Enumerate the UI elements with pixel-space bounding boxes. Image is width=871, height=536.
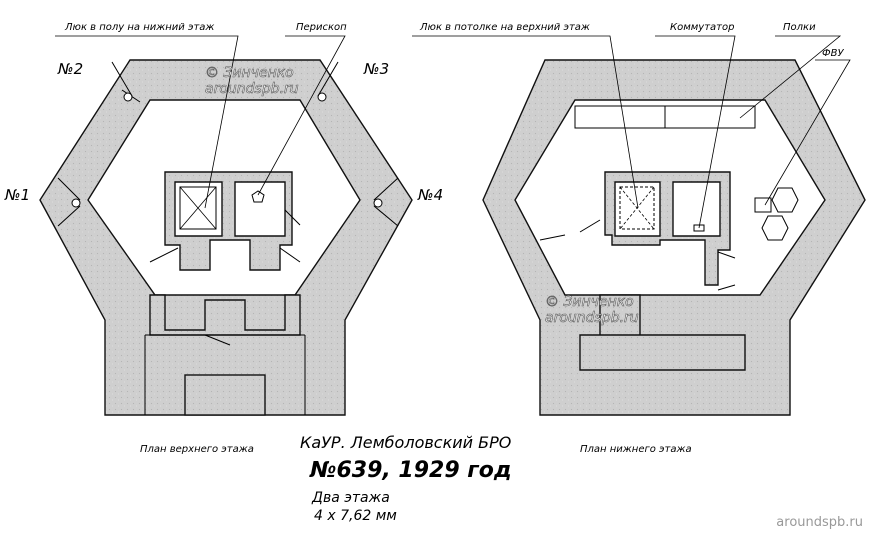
title-line-2: №639, 1929 год <box>310 458 512 483</box>
embrasure-label-2: №2 <box>57 60 83 78</box>
callout-line-shelves <box>739 35 842 119</box>
upper-floor-plan <box>39 59 413 416</box>
watermark-upper-2: aroundspb.ru <box>205 81 299 97</box>
upper-entrance-lines <box>144 334 306 415</box>
fvu-tank-2 <box>761 215 789 241</box>
embrasure-label-3: №3 <box>363 60 389 78</box>
title-line-1: КаУР. Лемболовский БРО <box>300 433 512 452</box>
floor-hatch-cross <box>179 186 217 230</box>
callout-fvu: ФВУ <box>822 48 844 59</box>
embrasure-1-mount <box>71 198 81 208</box>
description-line-1: Два этажа <box>312 490 390 506</box>
upper-lower-block <box>184 374 266 416</box>
callout-switchboard: Коммутатор <box>670 22 734 33</box>
ceiling-hatch-cross <box>619 186 655 230</box>
upper-doors <box>149 209 301 263</box>
lower-bottom-chamber <box>579 294 746 371</box>
site-watermark: aroundspb.ru <box>776 515 863 530</box>
upper-central-block <box>164 171 293 271</box>
callout-line-switchboard <box>655 35 736 229</box>
callout-line-hatch-ceiling <box>412 35 639 209</box>
embrasure-1-lines <box>57 177 81 227</box>
embrasure-3 <box>317 61 339 97</box>
lower-outer-wall <box>482 59 866 416</box>
callout-line-fvu <box>764 59 851 206</box>
embrasure-3-mount <box>317 92 327 102</box>
watermark-lower-1: © Зинченко <box>545 294 634 310</box>
callout-hatch-ceiling: Люк в потолке на верхний этаж <box>419 22 590 33</box>
callout-line-periscope <box>257 35 346 196</box>
embrasure-label-1: №1 <box>4 186 30 204</box>
periscope-symbol <box>251 190 265 203</box>
watermark-upper-1: © Зинченко <box>205 65 294 81</box>
embrasure-label-4: №4 <box>417 186 443 204</box>
lower-floor-plan <box>482 59 866 416</box>
fvu-unit <box>754 197 772 213</box>
embrasure-4-lines <box>373 177 399 227</box>
callout-line-hatch-floor <box>55 35 239 209</box>
lower-doors <box>539 219 736 291</box>
callout-periscope: Перископ <box>296 22 347 33</box>
shelves-left <box>574 105 666 129</box>
shelves-right <box>664 105 756 129</box>
description-line-2: 4 х 7,62 мм <box>314 508 397 524</box>
lower-central-block <box>604 171 731 286</box>
callout-shelves: Полки <box>783 22 816 33</box>
caption-lower: План нижнего этажа <box>580 444 692 455</box>
embrasure-2-mount <box>123 92 133 102</box>
embrasure-4-mount <box>373 198 383 208</box>
watermark-lower-2: aroundspb.ru <box>545 310 639 326</box>
callout-hatch-floor: Люк в полу на нижний этаж <box>64 22 214 33</box>
fvu-tank-1 <box>771 187 799 213</box>
caption-upper: План верхнего этажа <box>140 444 254 455</box>
